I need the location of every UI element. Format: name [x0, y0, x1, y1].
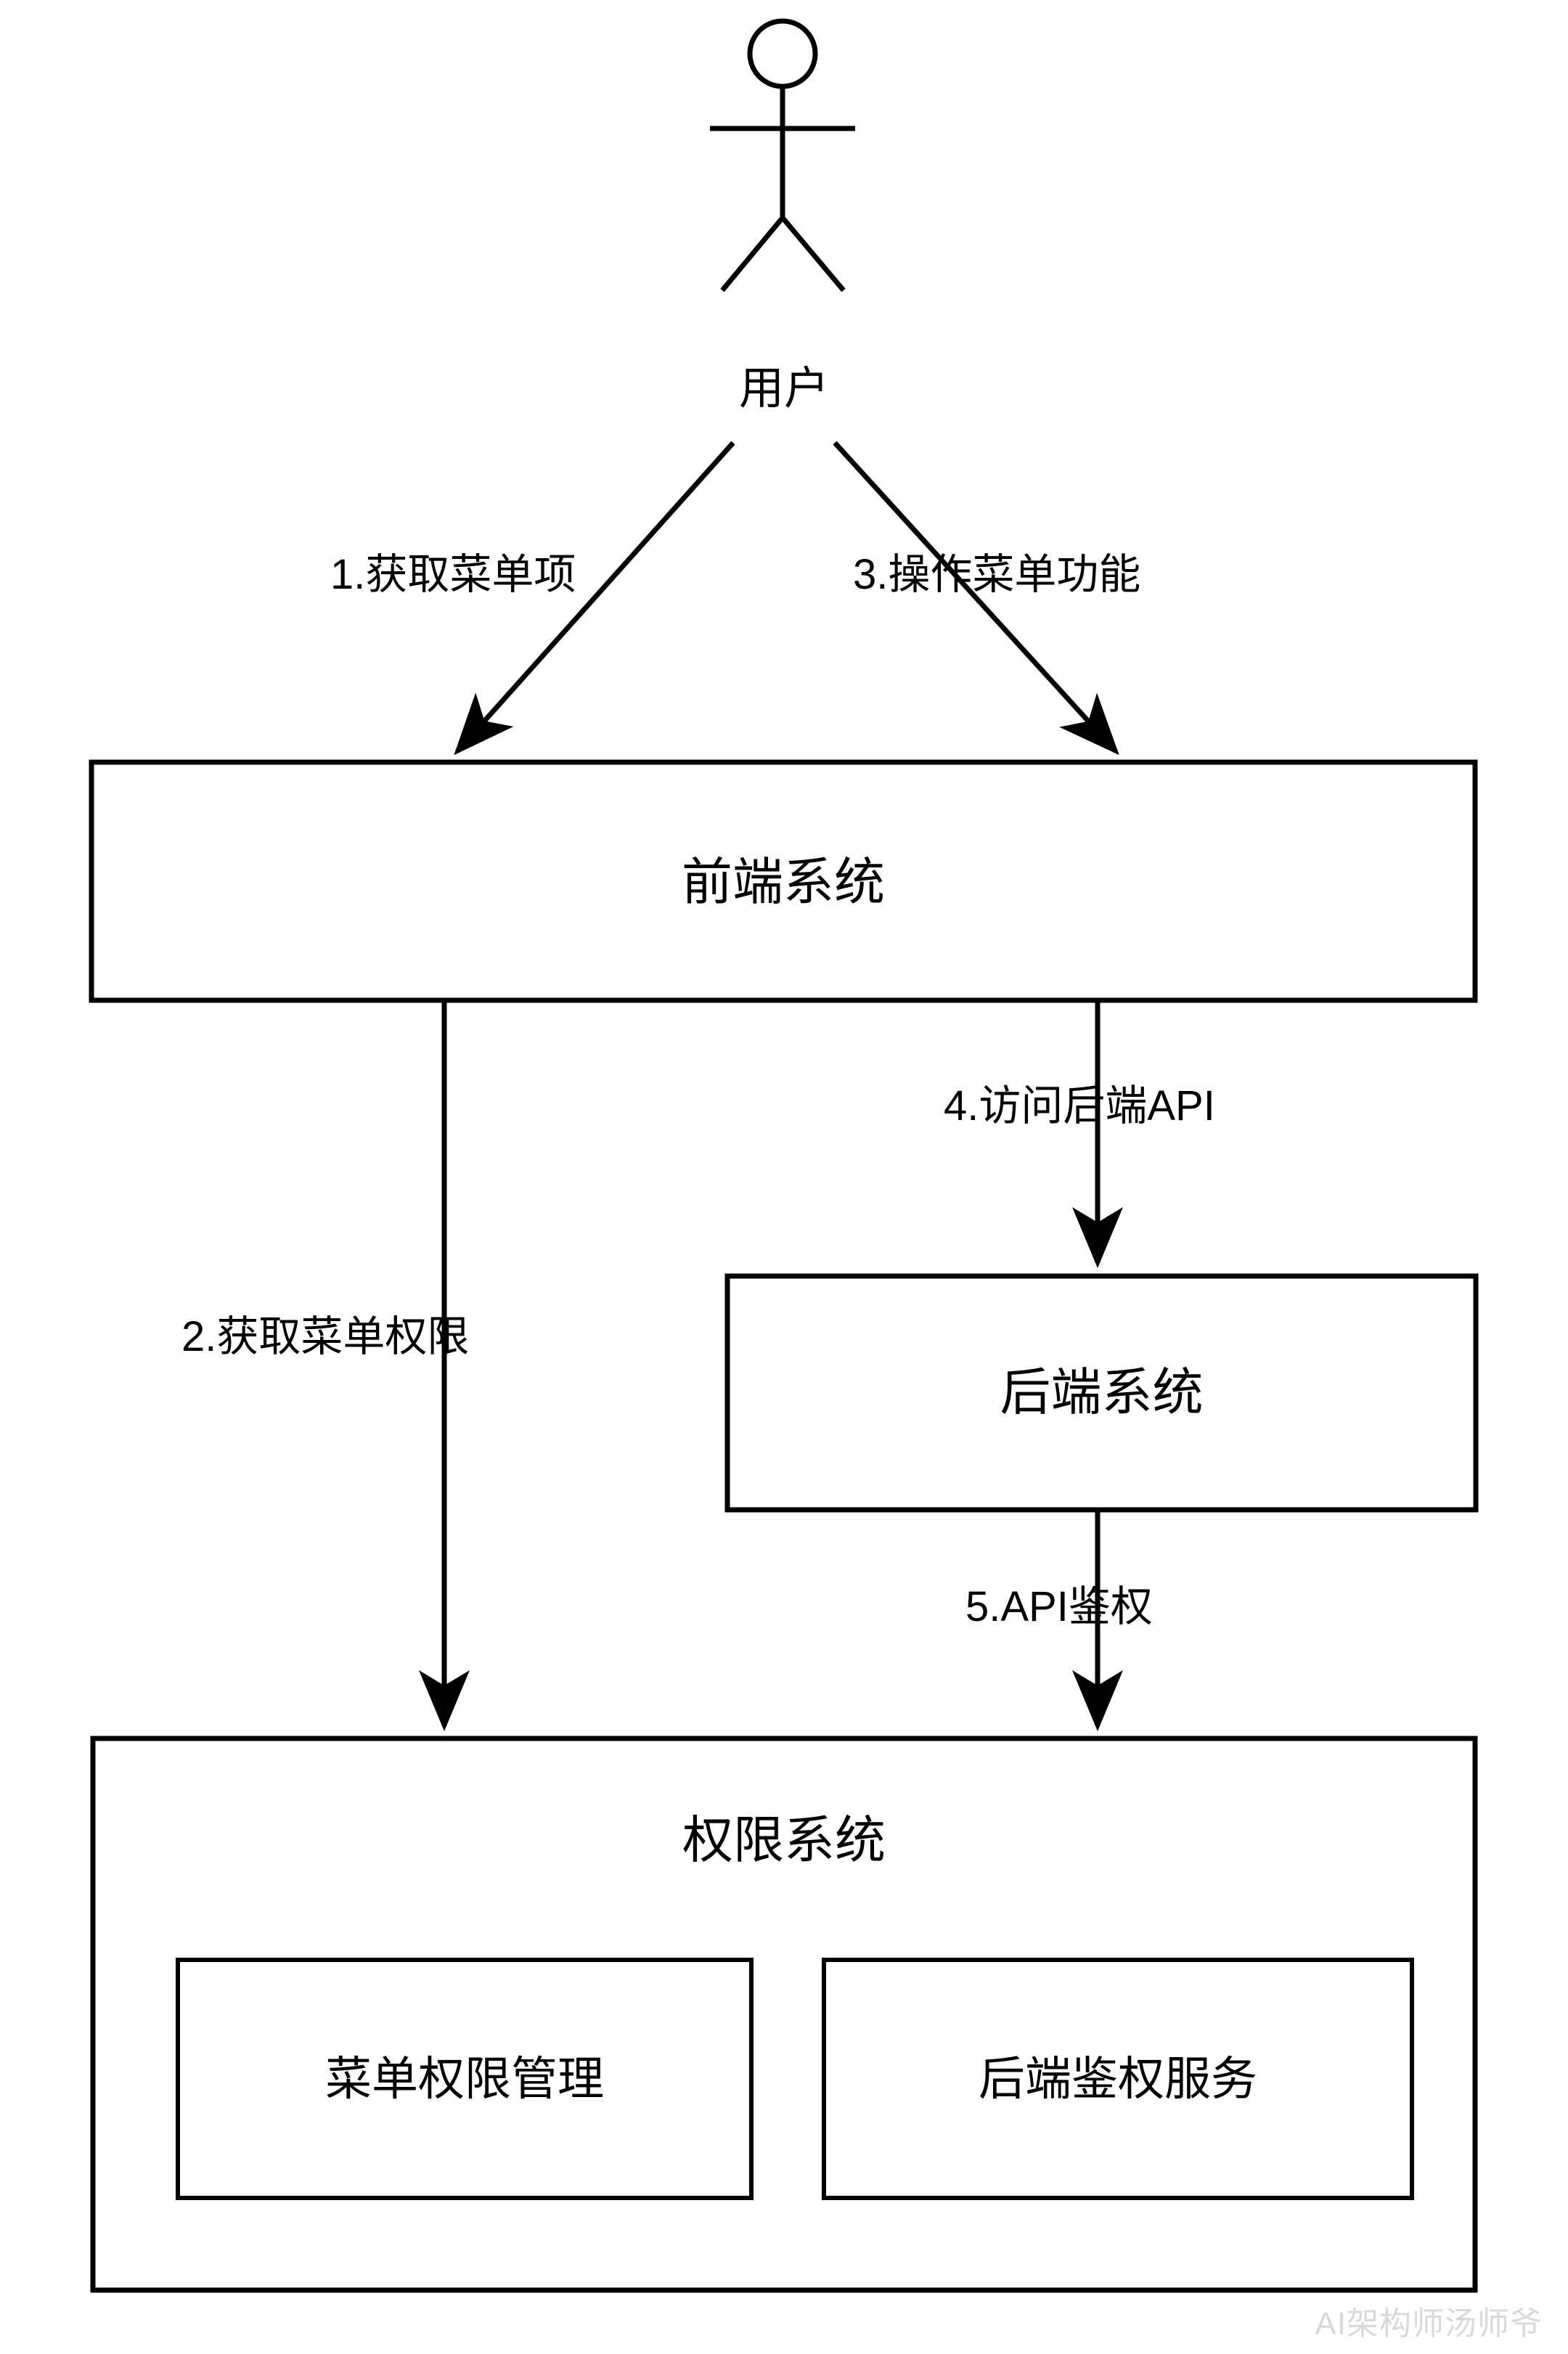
edge-1-line	[454, 441, 735, 756]
edge-label-4: 4.访问后端API	[944, 1082, 1215, 1129]
user-actor-figure	[710, 18, 855, 293]
node-label-backend-auth-service: 后端鉴权服务	[979, 2053, 1257, 2105]
node-label-frontend: 前端系统	[682, 854, 885, 910]
edge-label-1: 1.获取菜单项	[330, 551, 576, 598]
node-backend-rect	[724, 1273, 1479, 1513]
node-menu-permission-mgmt-rect	[176, 1958, 754, 2200]
edge-label-5: 5.API鉴权	[965, 1583, 1153, 1630]
user-actor-label: 用户	[738, 364, 829, 414]
node-frontend-rect	[89, 759, 1478, 1003]
watermark-label: AI架构师汤师爷	[1315, 2306, 1543, 2342]
node-label-backend: 后端系统	[1000, 1364, 1204, 1421]
edge-3-line	[833, 441, 1119, 756]
node-label-permission: 权限系统	[682, 1812, 886, 1868]
edge-label-3: 3.操作菜单功能	[853, 551, 1141, 598]
node-backend-auth-service-rect	[822, 1958, 1414, 2200]
node-label-menu-permission-mgmt: 菜单权限管理	[325, 2053, 604, 2105]
edge-label-2: 2.获取菜单权限	[181, 1313, 470, 1360]
